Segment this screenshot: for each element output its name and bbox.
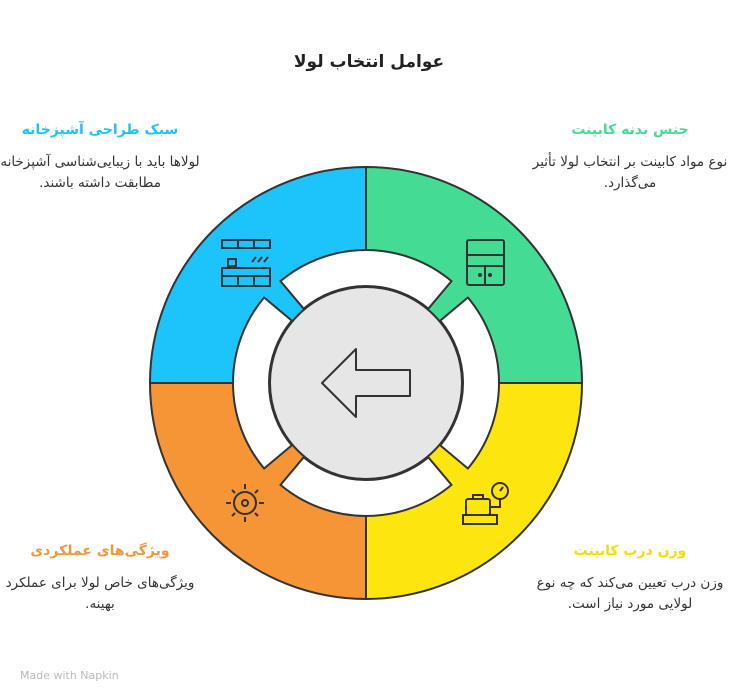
cabinet-icon: [466, 239, 505, 286]
section-door-weight: وزن درب کابینت وزن درب تعیین می‌کند که چ…: [530, 543, 730, 615]
kitchen-icon: [221, 239, 271, 287]
weight-scale-icon: [462, 482, 509, 525]
section-kitchen-style: سبک طراحی آشپزخانه لولاها باید با زیبایی…: [0, 122, 200, 194]
section-heading: جنس بدنه کابینت: [571, 122, 689, 138]
gear-icon: [226, 484, 264, 522]
section-heading: وزن درب کابینت: [573, 543, 687, 559]
section-text: لولاها باید با زیبایی‌شناسی آشپزخانه مطا…: [0, 154, 200, 191]
section-text: ویژگی‌های خاص لولا برای عملکرد بهینه.: [5, 575, 195, 612]
section-text: وزن درب تعیین می‌کند که چه نوع لولایی مو…: [536, 575, 724, 612]
arrow-left-icon: [321, 348, 411, 418]
section-text: نوع مواد کابینت بر انتخاب لولا تأثیر می‌…: [532, 154, 728, 191]
footer-watermark: Made with Napkin: [20, 669, 119, 682]
section-cabinet-material: جنس بدنه کابینت نوع مواد کابینت بر انتخا…: [530, 122, 730, 194]
section-functional-features: ویژگی‌های عملکردی ویژگی‌های خاص لولا برا…: [0, 543, 200, 615]
section-heading: سبک طراحی آشپزخانه: [21, 122, 179, 138]
section-heading: ویژگی‌های عملکردی: [30, 543, 170, 559]
diagram-title: عوامل انتخاب لولا: [293, 52, 445, 72]
